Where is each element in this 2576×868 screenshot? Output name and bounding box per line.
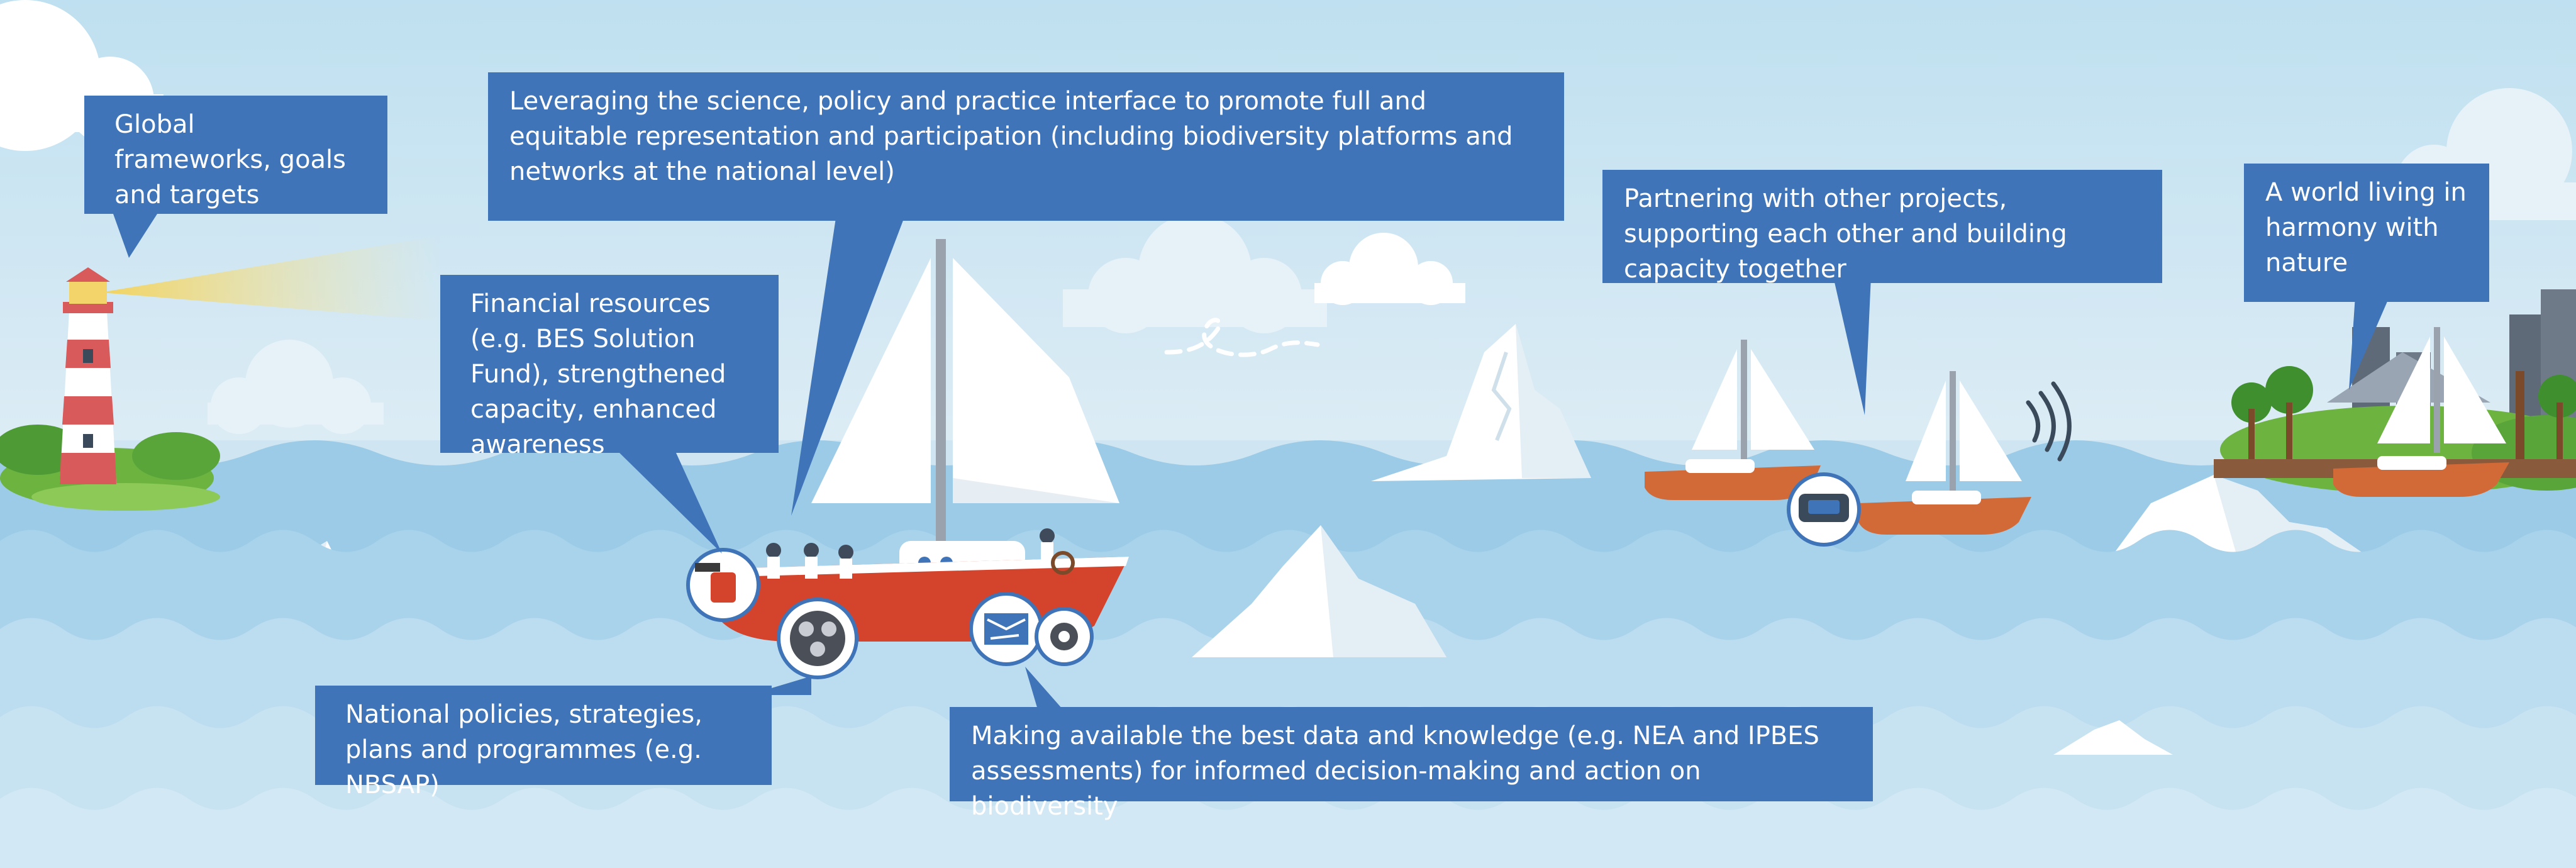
lighthouse-beam xyxy=(101,236,440,321)
iceberg-center-tall xyxy=(1371,324,1591,481)
callout-science-policy: Leveraging the science, policy and pract… xyxy=(488,72,1564,221)
partner-boat-right xyxy=(1858,371,2072,535)
main-sail xyxy=(811,258,931,503)
callout-data-knowledge: Making available the best data and knowl… xyxy=(950,707,1873,821)
cloud-center xyxy=(1063,214,1327,333)
map-icon xyxy=(969,592,1043,666)
compass-icon xyxy=(1035,607,1094,666)
callout-pointers xyxy=(113,214,2390,709)
sea-wave-4 xyxy=(0,787,2576,868)
fuel-can-icon xyxy=(686,548,760,622)
iceberg-small-right xyxy=(2053,720,2173,755)
jib-sail xyxy=(953,258,1119,503)
lighthouse xyxy=(60,267,116,484)
engine-icon xyxy=(777,598,858,679)
callout-national-policies: National policies, strategies, plans and… xyxy=(315,686,772,799)
partner-boat-left xyxy=(1645,340,1821,500)
harmony-sailboat xyxy=(2333,327,2509,497)
callout-world-harmony: A world living in harmony with nature xyxy=(2244,164,2489,302)
cloud-left-small xyxy=(208,340,384,434)
iceberg-lower-center xyxy=(1192,525,1446,657)
callout-partnering: Partnering with other projects, supporti… xyxy=(1602,170,2162,284)
cloud-center-white xyxy=(1314,233,1465,305)
callout-financial-resources: Financial resources (e.g. BES Solution F… xyxy=(440,275,779,459)
radio-device-icon xyxy=(1787,472,1861,547)
bird-flight-path xyxy=(1164,318,1320,357)
callout-global-frameworks: Global frameworks, goals and targets xyxy=(84,96,387,214)
